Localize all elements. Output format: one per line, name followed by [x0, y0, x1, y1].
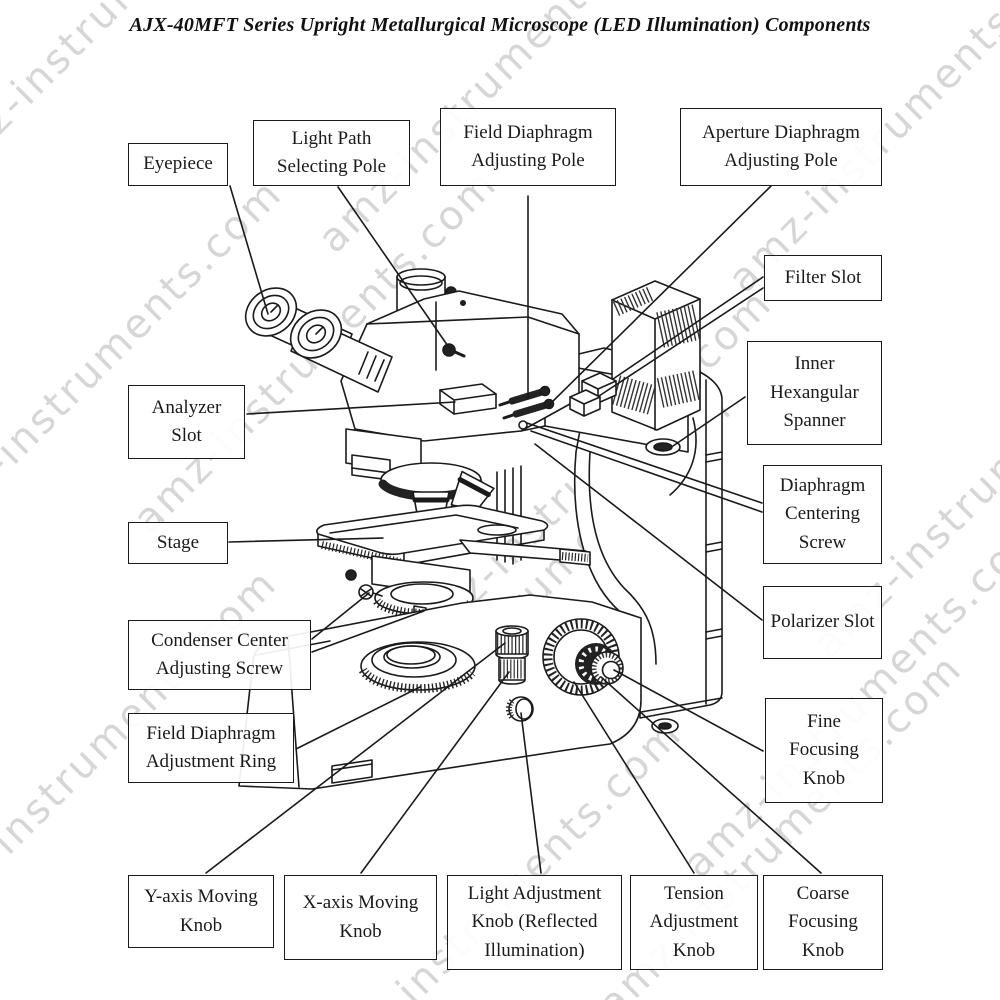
label-condenser-center-adjusting-screw: Condenser Center Adjusting Screw	[128, 620, 311, 690]
label-analyzer-slot: Analyzer Slot	[128, 385, 245, 459]
leader-y-axis	[205, 642, 506, 874]
label-fine-focusing-knob: Fine Focusing Knob	[765, 698, 883, 803]
label-polarizer-slot: Polarizer Slot	[763, 586, 882, 659]
label-y-axis-moving-knob: Y-axis Moving Knob	[128, 875, 274, 948]
leader-condenser-2	[311, 610, 425, 653]
label-eyepiece: Eyepiece	[128, 143, 228, 186]
label-coarse-focusing-knob: Coarse Focusing Knob	[763, 875, 883, 970]
head-controls	[439, 343, 681, 456]
analyzer-slot-tab	[439, 383, 497, 415]
leader-filter-slot-2	[598, 287, 764, 397]
leader-eyepiece	[229, 185, 269, 315]
label-aperture-diaphragm-adjusting-pole: Aperture Diaphragm Adjusting Pole	[680, 108, 882, 186]
leader-polarizer	[534, 443, 763, 621]
diaphragm-poles	[498, 385, 555, 430]
label-inner-hexangular-spanner: Inner Hexangular Spanner	[747, 341, 882, 445]
lamp-house	[611, 280, 701, 431]
label-field-diaphragm-adjustment-ring: Field Diaphragm Adjustment Ring	[128, 713, 294, 783]
label-field-diaphragm-adjusting-pole: Field Diaphragm Adjusting Pole	[440, 108, 616, 186]
leader-lines	[205, 185, 822, 874]
xy-moving-knobs	[495, 625, 529, 685]
leader-tension	[573, 681, 695, 874]
light-adjustment-knob	[506, 696, 534, 722]
leader-stage	[228, 537, 384, 543]
leader-condenser-1	[311, 592, 370, 640]
leader-light-knob	[520, 712, 542, 874]
leader-coarse	[600, 676, 822, 874]
leader-light-path-pole	[337, 186, 451, 350]
page-title: AJX-40MFT Series Upright Metallurgical M…	[129, 14, 871, 36]
leader-aperture-pole	[546, 185, 772, 408]
leader-x-axis	[360, 671, 510, 874]
leader-field-ring	[295, 686, 421, 750]
leader-fine	[613, 669, 764, 752]
field-diaphragm-ring	[359, 641, 476, 694]
leader-analyzer	[246, 401, 456, 415]
leader-filter-slot-1	[612, 276, 764, 380]
label-tension-adjustment-knob: Tension Adjustment Knob	[630, 875, 758, 970]
label-x-axis-moving-knob: X-axis Moving Knob	[284, 875, 437, 960]
label-diaphragm-centering-screw: Diaphragm Centering Screw	[763, 465, 882, 564]
leader-diaphragm-centering-1	[526, 422, 763, 504]
focusing-knobs	[542, 618, 624, 696]
microscope-illustration	[238, 268, 723, 790]
light-path-pole	[442, 343, 456, 357]
label-filter-slot: Filter Slot	[764, 255, 882, 301]
filter-slot-blocks	[569, 372, 617, 417]
eyepiece-tubes	[244, 287, 393, 393]
leader-hex-spanner	[672, 396, 746, 447]
label-light-adjustment-knob: Light Adjustment Knob (Reflected Illumin…	[447, 875, 622, 970]
label-stage: Stage	[128, 522, 228, 564]
label-light-path-selecting-pole: Light Path Selecting Pole	[253, 120, 410, 186]
leader-diaphragm-centering-2	[530, 430, 763, 513]
